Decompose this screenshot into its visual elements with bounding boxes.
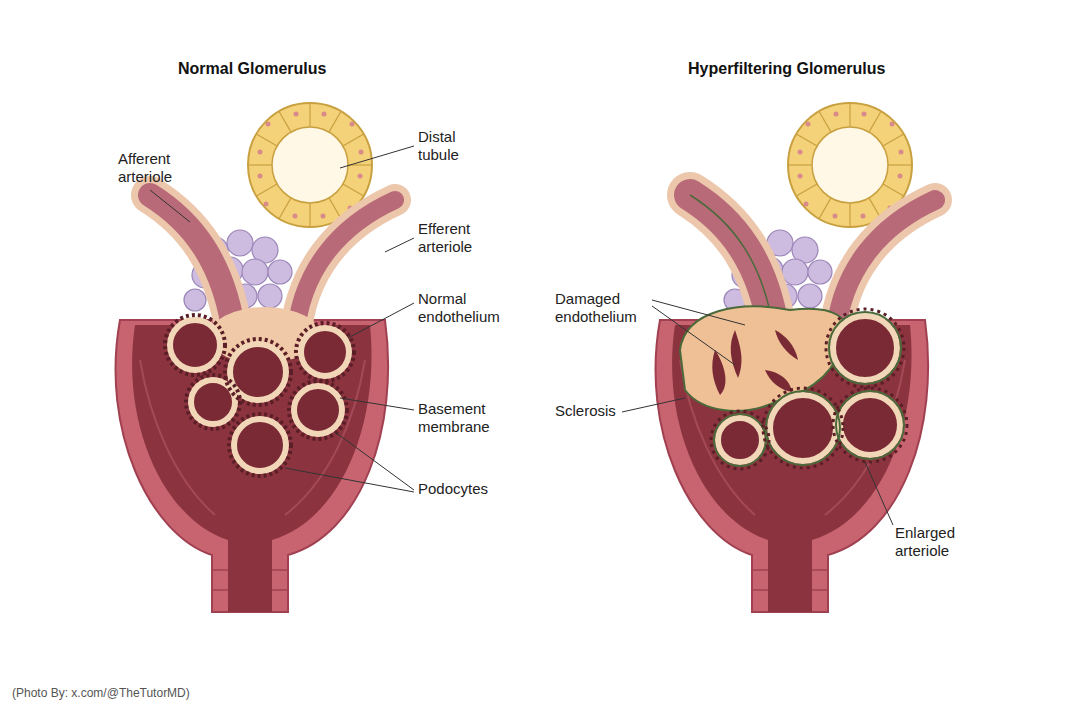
- part-label: Damaged endothelium: [555, 290, 651, 326]
- photo-credit: (Photo By: x.com/@TheTutorMD): [12, 684, 190, 702]
- part-label: Podocytes: [418, 480, 488, 498]
- part-label: Afferent arteriole: [118, 150, 198, 186]
- part-label: Enlarged arteriole: [895, 524, 975, 560]
- panel-title: Normal Glomerulus: [178, 60, 326, 78]
- part-label: Distal tubule: [418, 128, 480, 164]
- leader-lines: [150, 146, 893, 525]
- part-label: Sclerosis: [555, 402, 616, 420]
- panel-title: Hyperfiltering Glomerulus: [688, 60, 885, 78]
- part-label: Efferent arteriole: [418, 220, 498, 256]
- part-label: Normal endothelium: [418, 290, 514, 326]
- part-label: Basement membrane: [418, 400, 514, 436]
